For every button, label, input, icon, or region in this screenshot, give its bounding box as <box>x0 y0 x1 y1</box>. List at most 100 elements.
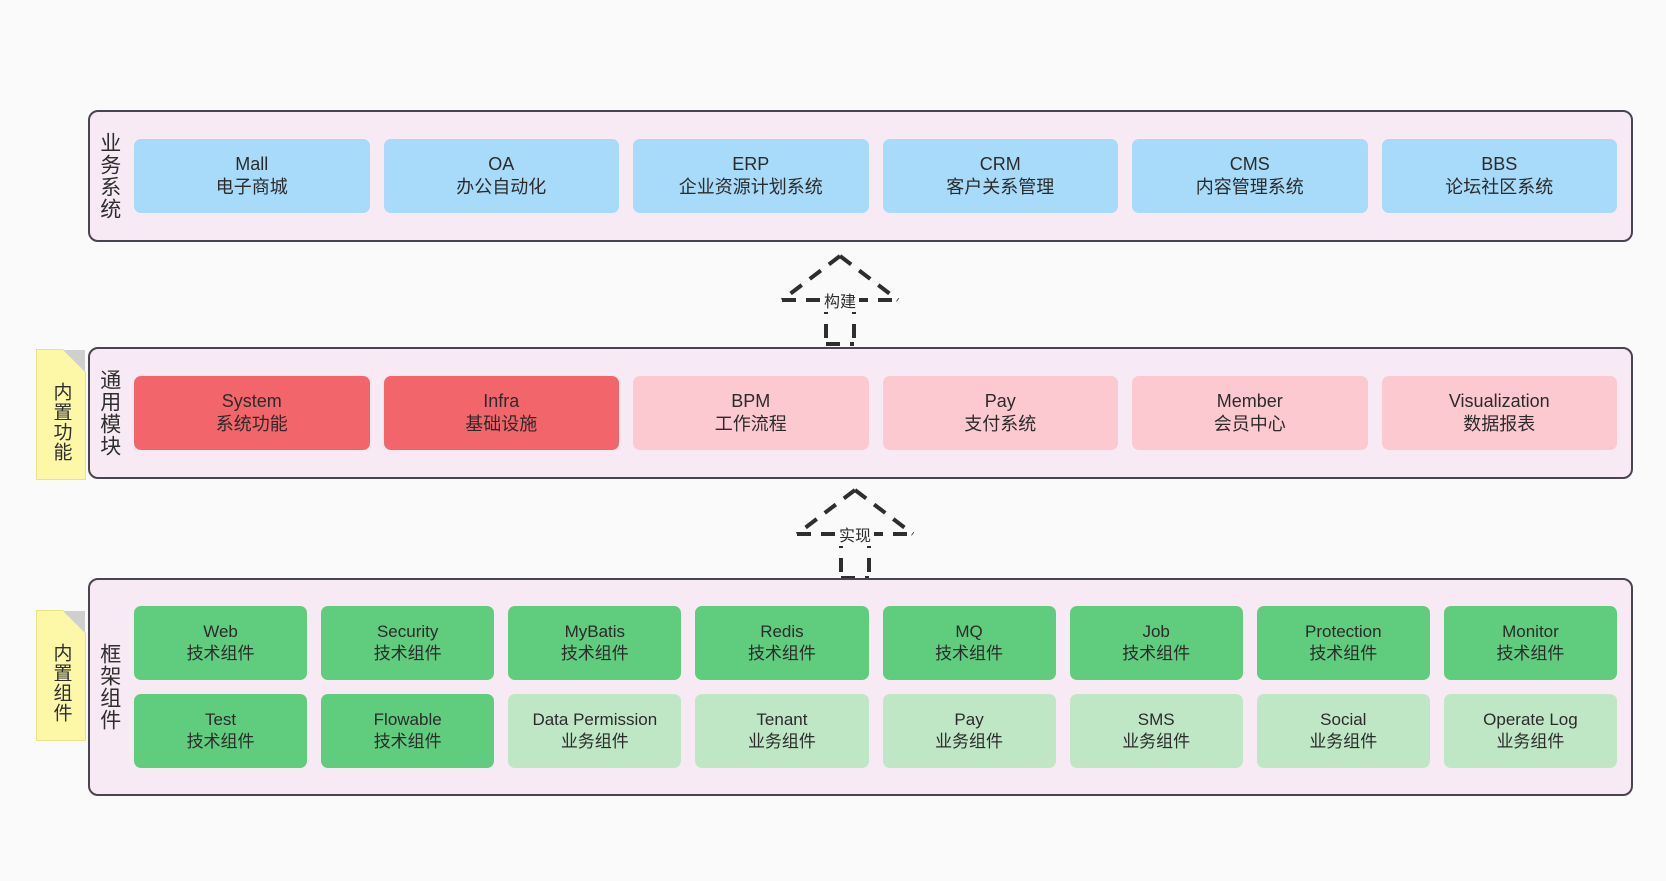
card-test[interactable]: Test 技术组件 <box>134 694 308 768</box>
card-title: CRM <box>979 153 1021 174</box>
card-subtitle: 技术组件 <box>560 644 629 663</box>
card-title: Monitor <box>1502 622 1559 642</box>
card-subtitle: 技术组件 <box>1122 644 1191 663</box>
card-title: ERP <box>732 153 770 174</box>
connector-build[interactable]: 构建 <box>760 252 920 348</box>
card-title: Redis <box>760 622 804 642</box>
card-subtitle: 业务组件 <box>935 732 1004 751</box>
card-subtitle: 技术组件 <box>186 644 255 663</box>
card-subtitle: 业务组件 <box>747 732 816 751</box>
card-subtitle: 数据报表 <box>1463 414 1536 434</box>
card-erp[interactable]: ERP 企业资源计划系统 <box>633 139 869 213</box>
card-subtitle: 支付系统 <box>964 414 1037 434</box>
note-text: 内置组件 <box>50 642 72 723</box>
card-title: Test <box>204 710 237 730</box>
card-system[interactable]: System 系统功能 <box>134 376 370 450</box>
card-bpm[interactable]: BPM 工作流程 <box>633 376 869 450</box>
card-title: Protection <box>1305 622 1382 642</box>
card-social[interactable]: Social 业务组件 <box>1256 694 1430 768</box>
card-operate-log[interactable]: Operate Log 业务组件 <box>1443 694 1617 768</box>
card-subtitle: 电子商城 <box>215 177 288 197</box>
note-text: 内置功能 <box>50 381 72 462</box>
layer-body-modules: System 系统功能 Infra 基础设施 BPM 工作流程 Pay 支付系统… <box>128 349 1631 477</box>
card-subtitle: 内容管理系统 <box>1195 177 1304 197</box>
card-pay-component[interactable]: Pay 业务组件 <box>882 694 1056 768</box>
layer-framework-components[interactable]: 框架组件 Web 技术组件 Security 技术组件 MyBatis 技术组件… <box>88 578 1633 796</box>
card-title: MQ <box>955 622 983 642</box>
card-subtitle: 业务组件 <box>1122 732 1191 751</box>
card-pay-module[interactable]: Pay 支付系统 <box>882 376 1118 450</box>
card-mall[interactable]: Mall 电子商城 <box>134 139 370 213</box>
card-redis[interactable]: Redis 技术组件 <box>695 606 869 680</box>
card-visualization[interactable]: Visualization 数据报表 <box>1381 376 1617 450</box>
card-subtitle: 业务组件 <box>560 732 629 751</box>
card-subtitle: 客户关系管理 <box>946 177 1055 197</box>
connector-realize[interactable]: 实现 <box>775 486 935 582</box>
note-builtin-component[interactable]: 内置组件 <box>36 610 86 741</box>
card-title: Social <box>1320 710 1367 730</box>
card-title: Flowable <box>373 710 442 730</box>
card-subtitle: 业务组件 <box>1309 732 1378 751</box>
card-title: BPM <box>731 390 771 411</box>
card-tenant[interactable]: Tenant 业务组件 <box>695 694 869 768</box>
card-title: Member <box>1216 390 1283 411</box>
card-subtitle: 系统功能 <box>215 414 288 434</box>
card-subtitle: 工作流程 <box>714 414 787 434</box>
card-title: Visualization <box>1448 390 1550 411</box>
card-crm[interactable]: CRM 客户关系管理 <box>882 139 1118 213</box>
card-bbs[interactable]: BBS 论坛社区系统 <box>1381 139 1617 213</box>
card-sms[interactable]: SMS 业务组件 <box>1069 694 1243 768</box>
card-subtitle: 技术组件 <box>373 732 442 751</box>
generalization-arrowhead <box>780 254 900 302</box>
layer-title-modules: 通用模块 <box>97 369 121 457</box>
card-subtitle: 办公自动化 <box>456 177 547 197</box>
card-infra[interactable]: Infra 基础设施 <box>383 376 619 450</box>
connector-label-realize: 实现 <box>835 522 875 546</box>
card-subtitle: 技术组件 <box>747 644 816 663</box>
card-subtitle: 企业资源计划系统 <box>678 177 823 197</box>
card-title: Infra <box>483 390 520 411</box>
card-subtitle: 技术组件 <box>373 644 442 663</box>
card-protection[interactable]: Protection 技术组件 <box>1256 606 1430 680</box>
card-web[interactable]: Web 技术组件 <box>134 606 308 680</box>
card-subtitle: 业务组件 <box>1496 732 1565 751</box>
connector-label-build: 构建 <box>820 288 860 312</box>
card-member[interactable]: Member 会员中心 <box>1132 376 1368 450</box>
card-title: Pay <box>984 390 1016 411</box>
layer-title-business: 业务系统 <box>97 132 121 220</box>
card-title: Web <box>203 622 238 642</box>
card-subtitle: 技术组件 <box>935 644 1004 663</box>
card-subtitle: 基础设施 <box>465 414 538 434</box>
card-subtitle: 会员中心 <box>1213 414 1286 434</box>
card-job[interactable]: Job 技术组件 <box>1069 606 1243 680</box>
card-title: Operate Log <box>1483 710 1578 730</box>
card-title: Tenant <box>756 710 808 730</box>
note-builtin-function[interactable]: 内置功能 <box>36 349 86 480</box>
card-oa[interactable]: OA 办公自动化 <box>383 139 619 213</box>
layer-business-systems[interactable]: 业务系统 Mall 电子商城 OA 办公自动化 ERP 企业资源计划系统 CRM… <box>88 110 1633 242</box>
card-subtitle: 技术组件 <box>1309 644 1378 663</box>
card-cms[interactable]: CMS 内容管理系统 <box>1132 139 1368 213</box>
card-subtitle: 技术组件 <box>1496 644 1565 663</box>
card-title: MyBatis <box>564 622 626 642</box>
card-title: Mall <box>235 153 269 174</box>
card-monitor[interactable]: Monitor 技术组件 <box>1443 606 1617 680</box>
card-mybatis[interactable]: MyBatis 技术组件 <box>508 606 682 680</box>
card-subtitle: 论坛社区系统 <box>1445 177 1554 197</box>
card-title: Data Permission <box>532 710 658 730</box>
card-subtitle: 技术组件 <box>186 732 255 751</box>
layer-body-framework: Web 技术组件 Security 技术组件 MyBatis 技术组件 Redi… <box>128 580 1631 794</box>
card-data-permission[interactable]: Data Permission 业务组件 <box>508 694 682 768</box>
card-mq[interactable]: MQ 技术组件 <box>882 606 1056 680</box>
card-security[interactable]: Security 技术组件 <box>321 606 495 680</box>
card-title: Security <box>376 622 439 642</box>
card-flowable[interactable]: Flowable 技术组件 <box>321 694 495 768</box>
card-title: BBS <box>1481 153 1518 174</box>
card-title: Job <box>1142 622 1170 642</box>
generalization-arrowhead <box>795 488 915 536</box>
layer-common-modules[interactable]: 通用模块 System 系统功能 Infra 基础设施 BPM 工作流程 Pay… <box>88 347 1633 479</box>
card-title: Pay <box>954 710 984 730</box>
card-title: OA <box>488 153 515 174</box>
card-title: SMS <box>1137 710 1175 730</box>
layer-title-framework: 框架组件 <box>97 643 121 731</box>
